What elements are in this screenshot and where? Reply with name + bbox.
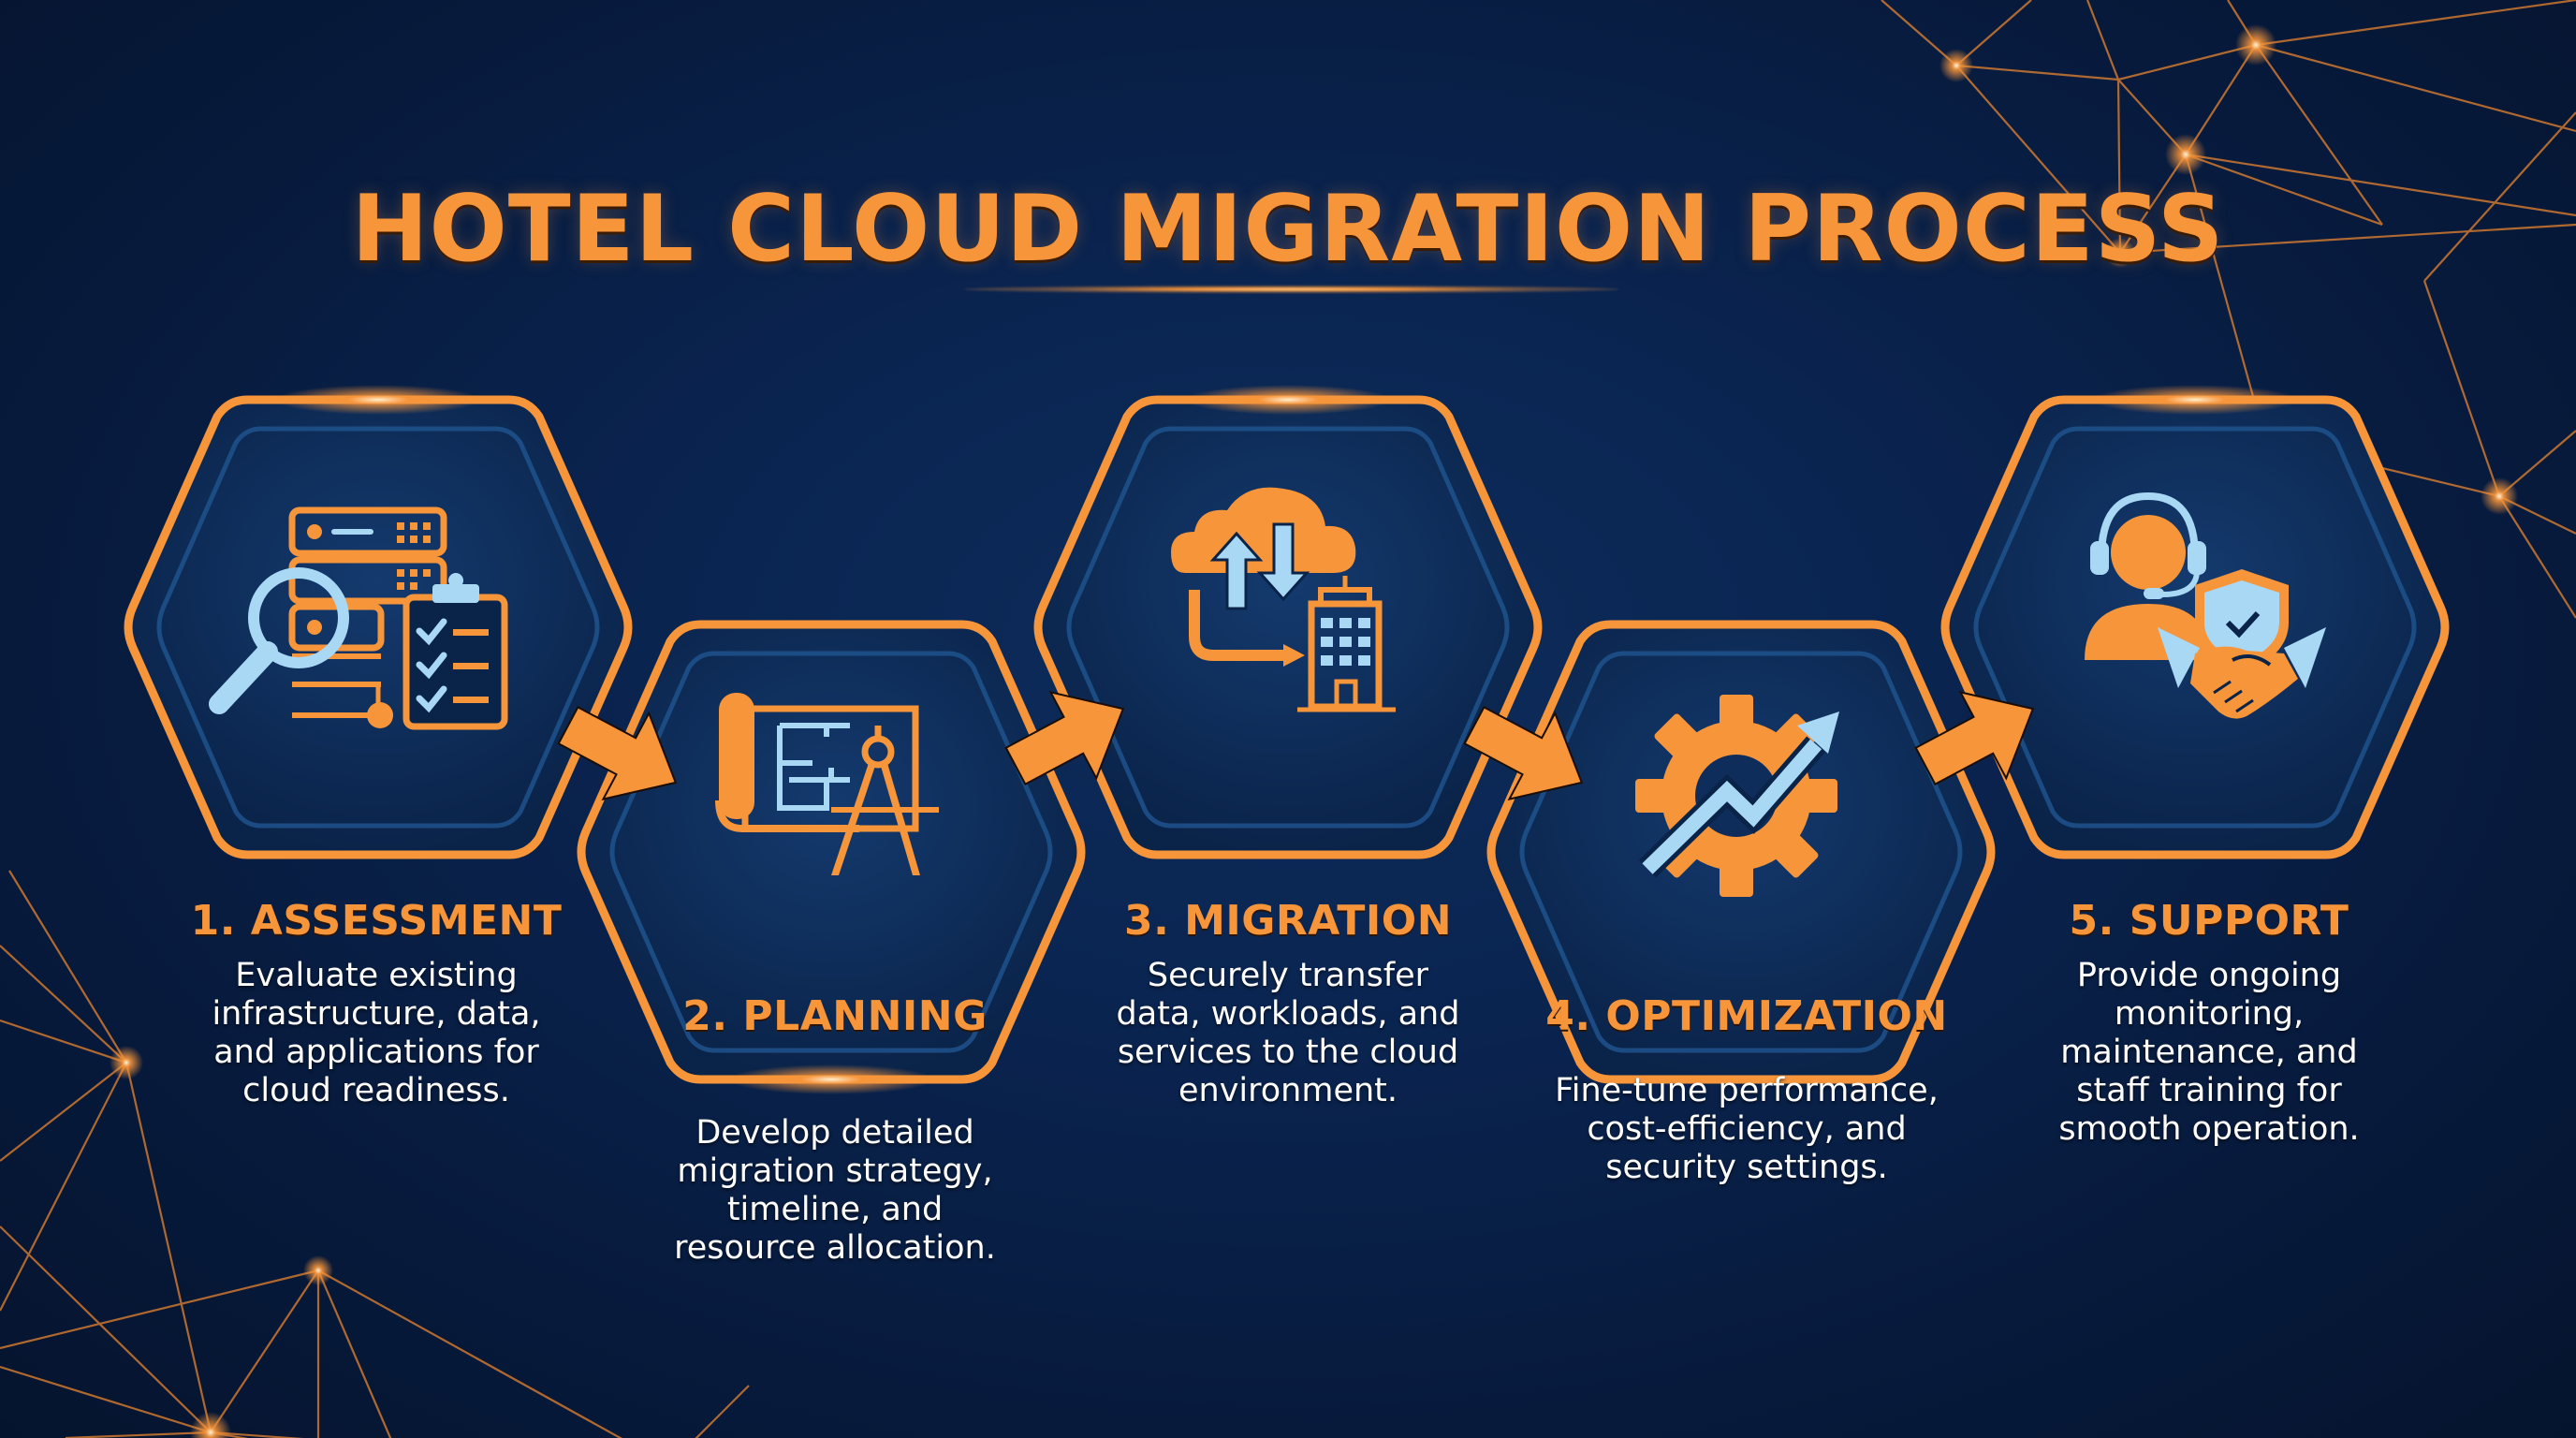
step-4-description: Fine-tune performance, cost-efficiency, … — [1555, 1072, 1939, 1186]
step-3-heading: 3. MIGRATION — [1123, 897, 1453, 945]
title-underline-glow — [964, 286, 1619, 293]
agent-headset-handshake-shield-icon — [2085, 492, 2326, 719]
step-1-heading: 1. ASSESSMENT — [190, 897, 563, 945]
page-title: HOTEL CLOUD MIGRATION PROCESS — [351, 175, 2225, 283]
server-magnifier-checklist-icon — [209, 506, 508, 730]
blueprint-compass-icon — [715, 693, 939, 875]
step-2-heading: 2. PLANNING — [682, 992, 988, 1040]
step-3-description: Securely transfer data, workloads, and s… — [1116, 957, 1460, 1109]
step-4-heading: 4. OPTIMIZATION — [1545, 992, 1948, 1040]
step-3-hexagon — [1038, 385, 1538, 855]
step-1-hexagon — [128, 385, 628, 855]
step-4-hexagon — [1491, 624, 1991, 1079]
step-1-description: Evaluate existing infrastructure, data, … — [212, 957, 541, 1109]
step-5-hexagon — [1945, 385, 2445, 855]
step-5-description: Provide ongoing monitoring, maintenance,… — [2058, 957, 2360, 1148]
step-2-hexagon — [581, 624, 1081, 1094]
cloud-transfer-building-icon — [1171, 487, 1396, 712]
step-5-heading: 5. SUPPORT — [2069, 897, 2349, 945]
step-2-description: Develop detailed migration strategy, tim… — [674, 1114, 996, 1267]
gear-trend-arrow-icon — [1635, 695, 1839, 897]
